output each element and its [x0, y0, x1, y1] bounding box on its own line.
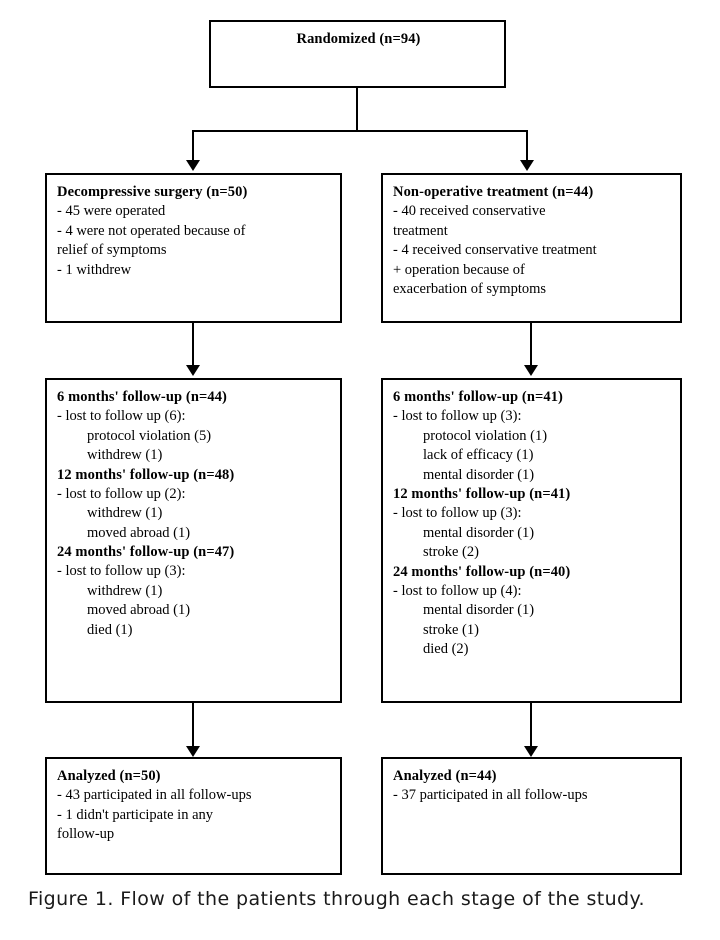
figure-caption: Figure 1. Flow of the patients through e… — [28, 888, 645, 910]
node-followup-surgery: 6 months' follow-up (n=44) - lost to fol… — [45, 378, 342, 703]
node-surgery-line-4: - 1 withdrew — [57, 261, 132, 278]
arrowhead-to-followup-right — [524, 365, 538, 376]
analyzed-right-title: Analyzed (n=44) — [393, 768, 497, 784]
followup-left-6m-title: 6 months' follow-up (n=44) — [57, 389, 227, 405]
connector-randomized-stem — [356, 88, 358, 132]
followup-right-24m-title: 24 months' follow-up (n=40) — [393, 563, 571, 580]
followup-left-12m-reason-2: moved abroad (1) — [87, 524, 191, 541]
analyzed-left-line-2: - 1 didn't participate in any — [57, 806, 214, 823]
node-nonoperative-title: Non-operative treatment (n=44) — [393, 184, 594, 200]
analyzed-right-line-1: - 37 participated in all follow-ups — [393, 787, 588, 803]
followup-left-24m-reason-1: withdrew (1) — [87, 582, 163, 599]
connector-surgery-to-followup — [192, 323, 194, 365]
connector-nonoperative-to-followup — [530, 323, 532, 365]
node-analyzed-nonoperative: Analyzed (n=44) - 37 participated in all… — [381, 757, 682, 875]
followup-left-12m-title: 12 months' follow-up (n=48) — [57, 466, 235, 483]
node-surgery-line-1: - 45 were operated — [57, 203, 166, 219]
followup-right-24m-reason-2: stroke (1) — [423, 621, 479, 638]
followup-right-12m-reason-2: stroke (2) — [423, 544, 479, 560]
followup-right-6m-lost: - lost to follow up (3): — [393, 408, 522, 424]
followup-left-24m-lost: - lost to follow up (3): — [57, 563, 186, 579]
connector-followup-to-analyzed-left — [192, 703, 194, 746]
arrowhead-to-followup-left — [186, 365, 200, 376]
arrowhead-to-analyzed-right — [524, 746, 538, 757]
followup-left-12m-reason-1: withdrew (1) — [87, 505, 163, 521]
node-nonoperative-line-3: - 4 received conservative treatment — [393, 242, 597, 258]
followup-right-6m-title: 6 months' follow-up (n=41) — [393, 389, 563, 405]
followup-left-12m-lost: - lost to follow up (2): — [57, 485, 186, 502]
analyzed-left-line-3: follow-up — [57, 826, 115, 842]
node-nonoperative-line-1: - 40 received conservative — [393, 203, 546, 219]
node-randomized: Randomized (n=94) — [209, 20, 506, 88]
node-surgery-title: Decompressive surgery (n=50) — [57, 184, 248, 200]
connector-split-left-drop — [192, 130, 194, 160]
followup-right-6m-reason-2: lack of efficacy (1) — [423, 447, 534, 463]
followup-right-24m-lost: - lost to follow up (4): — [393, 582, 522, 599]
arrowhead-to-nonoperative — [520, 160, 534, 171]
arrowhead-to-analyzed-left — [186, 746, 200, 757]
followup-right-12m-reason-1: mental disorder (1) — [423, 524, 535, 541]
followup-right-12m-lost: - lost to follow up (3): — [393, 505, 522, 521]
node-surgery-line-2: - 4 were not operated because of — [57, 222, 246, 239]
followup-right-12m-title: 12 months' follow-up (n=41) — [393, 486, 571, 502]
followup-left-24m-reason-2: moved abroad (1) — [87, 602, 191, 618]
analyzed-left-title: Analyzed (n=50) — [57, 768, 161, 784]
followup-right-24m-reason-3: died (2) — [423, 641, 469, 657]
followup-left-6m-lost: - lost to follow up (6): — [57, 408, 186, 424]
followup-right-24m-reason-1: mental disorder (1) — [423, 602, 535, 618]
connector-split-bus — [192, 130, 528, 132]
analyzed-left-line-1: - 43 participated in all follow-ups — [57, 787, 252, 803]
followup-left-24m-reason-3: died (1) — [87, 621, 133, 638]
followup-right-6m-reason-1: protocol violation (1) — [423, 427, 548, 444]
node-nonoperative-line-5: exacerbation of symptoms — [393, 281, 547, 297]
node-nonoperative-treatment: Non-operative treatment (n=44) - 40 rece… — [381, 173, 682, 323]
node-nonoperative-line-2: treatment — [393, 222, 448, 239]
followup-right-6m-reason-3: mental disorder (1) — [423, 466, 535, 483]
arrowhead-to-surgery — [186, 160, 200, 171]
followup-left-6m-reason-2: withdrew (1) — [87, 447, 163, 463]
node-followup-nonoperative: 6 months' follow-up (n=41) - lost to fol… — [381, 378, 682, 703]
node-analyzed-surgery: Analyzed (n=50) - 43 participated in all… — [45, 757, 342, 875]
node-surgery-line-3: relief of symptoms — [57, 242, 167, 258]
followup-left-6m-reason-1: protocol violation (5) — [87, 427, 212, 444]
node-decompressive-surgery: Decompressive surgery (n=50) - 45 were o… — [45, 173, 342, 323]
followup-left-24m-title: 24 months' follow-up (n=47) — [57, 544, 235, 560]
node-nonoperative-line-4: + operation because of — [393, 261, 525, 278]
node-randomized-title: Randomized (n=94) — [296, 31, 421, 47]
connector-split-right-drop — [526, 130, 528, 160]
connector-followup-to-analyzed-right — [530, 703, 532, 746]
